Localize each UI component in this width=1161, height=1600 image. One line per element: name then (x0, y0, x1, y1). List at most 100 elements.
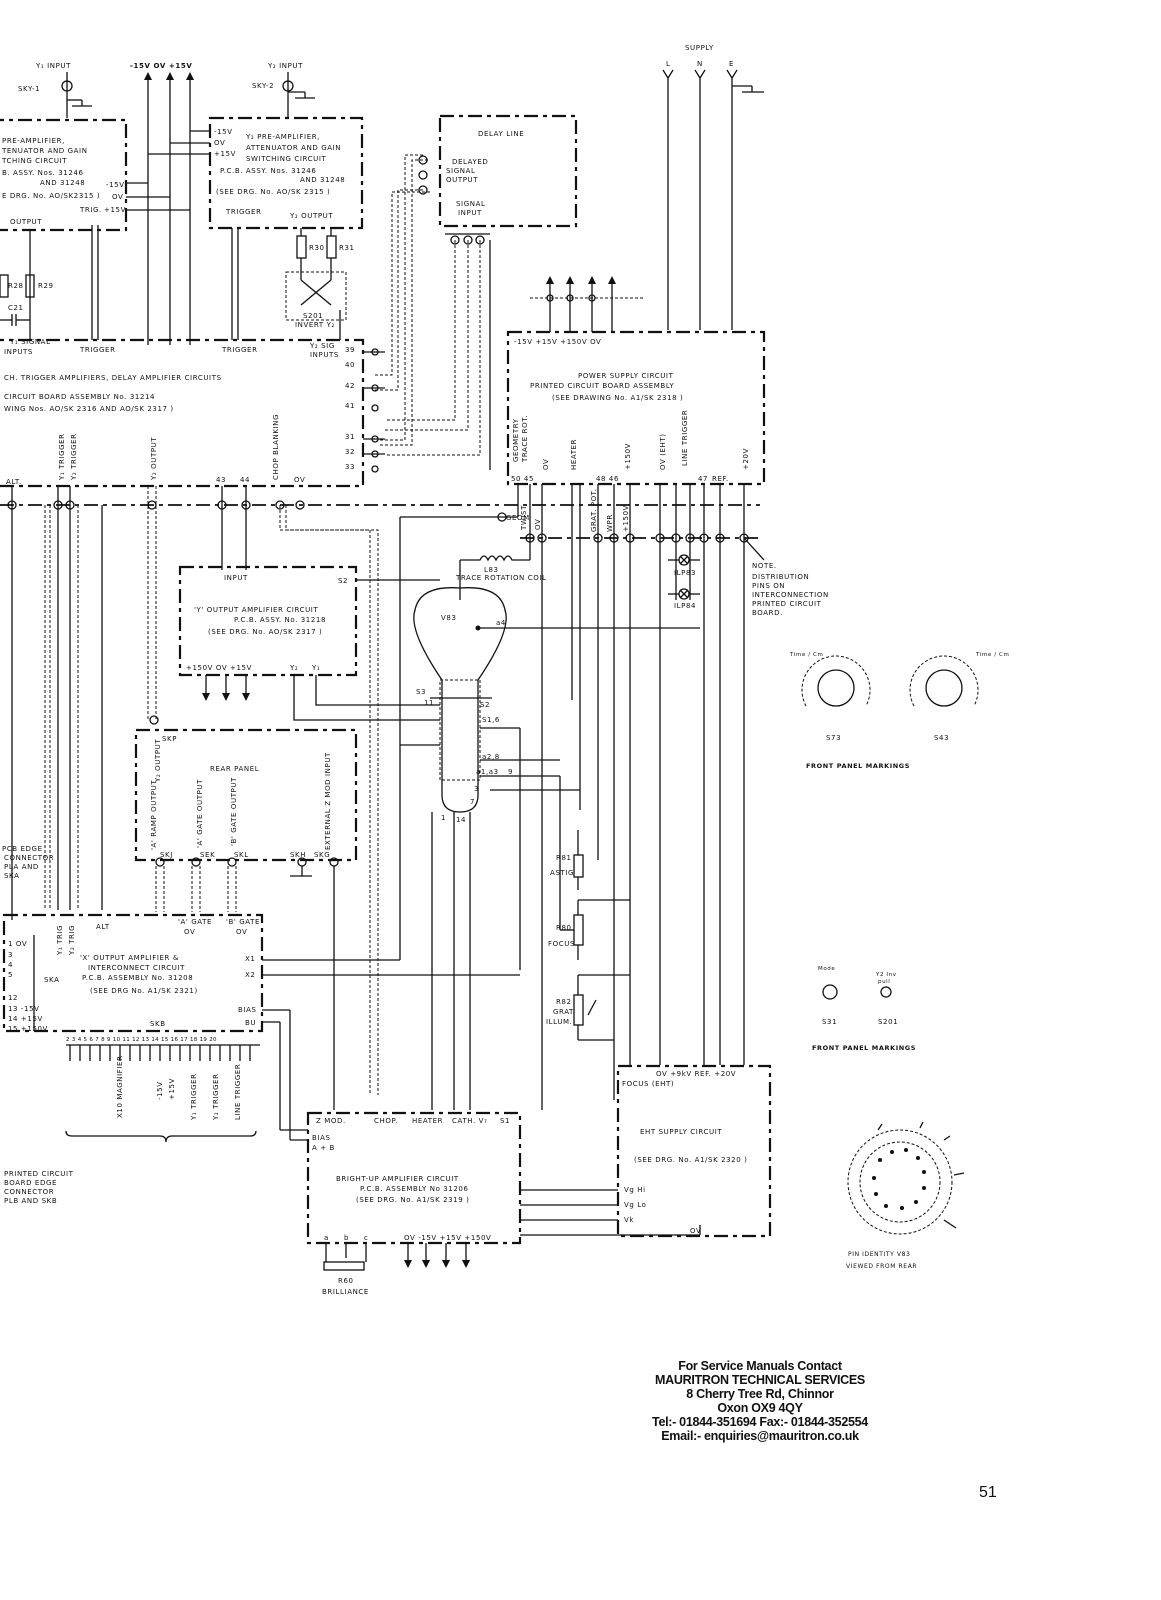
y1-preamp-text: PRE-AMPLIFIER, TENUATOR AND GAIN TCHING … (1, 137, 126, 226)
svg-text:P.C.B. ASSY. No. 31218: P.C.B. ASSY. No. 31218 (234, 616, 326, 624)
svg-text:+150V: +150V (622, 505, 630, 532)
svg-text:OV: OV (184, 928, 195, 936)
svg-text:SKH: SKH (290, 851, 306, 859)
y-output-arrows (202, 675, 440, 721)
svg-text:SWITCHING CIRCUIT: SWITCHING CIRCUIT (246, 155, 327, 163)
svg-text:BIAS: BIAS (312, 1134, 331, 1142)
svg-text:OUTPUT: OUTPUT (10, 218, 42, 226)
svg-text:E DRG. No. AO/SK2315 ): E DRG. No. AO/SK2315 ) (2, 192, 100, 200)
n-label: N (697, 60, 703, 68)
svg-text:BU: BU (245, 1019, 256, 1027)
svg-text:-15V: -15V (106, 181, 125, 189)
svg-text:DISTRIBUTION: DISTRIBUTION (752, 573, 809, 581)
svg-text:1 OV: 1 OV (8, 940, 27, 948)
front-panel-label-2: FRONT PANEL MARKINGS (812, 1044, 916, 1052)
svg-text:CH. TRIGGER AMPLIFIERS, DELA: CH. TRIGGER AMPLIFIERS, DELAY AMPLIFIER … (4, 374, 222, 382)
bright-up-amp-box (306, 1111, 522, 1245)
svg-text:7: 7 (470, 798, 475, 806)
svg-text:OV: OV (542, 459, 550, 470)
svg-text:(SEE DRG. No. A1/SK 2319 ): (SEE DRG. No. A1/SK 2319 ) (356, 1196, 469, 1204)
svg-text:+15V: +15V (104, 206, 126, 214)
svg-text:44: 44 (240, 476, 250, 484)
svg-text:EHT SUPPLY CIRCUIT: EHT SUPPLY CIRCUIT (640, 1128, 722, 1136)
svg-text:Time / Cm: Time / Cm (975, 652, 1009, 658)
svg-text:'B' GATE: 'B' GATE (226, 918, 260, 926)
svg-text:Y₂ TRIG: Y₂ TRIG (68, 925, 76, 956)
y2-preamp-text: -15V OV +15V Y₂ PRE-AMPLIFIER, ATTENUATO… (214, 128, 345, 220)
svg-text:9: 9 (508, 768, 513, 776)
svg-text:P.C.B. ASSY. Nos. 31246: P.C.B. ASSY. Nos. 31246 (220, 167, 316, 175)
svg-text:DELAYED: DELAYED (452, 158, 488, 166)
svg-text:R82: R82 (556, 998, 572, 1006)
svg-text:'B' GATE OUTPUT: 'B' GATE OUTPUT (230, 777, 238, 846)
svg-text:'X' OUTPUT AMPLIFIER &: 'X' OUTPUT AMPLIFIER & (80, 954, 179, 962)
svg-text:OV: OV (236, 928, 247, 936)
svg-text:Y₁ SIGNAL: Y₁ SIGNAL (9, 338, 51, 346)
delay-shielded-cables (375, 154, 491, 470)
svg-text:PINS ON: PINS ON (752, 582, 785, 590)
svg-text:OV (EHT): OV (EHT) (659, 433, 667, 470)
svg-text:4: 4 (8, 961, 13, 969)
svg-text:SIGNAL: SIGNAL (446, 167, 475, 175)
power-supply-box (506, 330, 766, 486)
svg-text:S2: S2 (338, 577, 348, 585)
svg-text:Vg Hi: Vg Hi (624, 1186, 646, 1194)
trigger-amplifier-box (0, 338, 365, 488)
pcb-edge-left-label: PCB EDGE CONNECTOR PLA AND SKA (2, 845, 54, 880)
svg-text:SIGNAL: SIGNAL (456, 200, 485, 208)
svg-text:GRAT. POT.: GRAT. POT. (590, 488, 598, 532)
svg-text:Y₂ OUTPUT: Y₂ OUTPUT (150, 437, 158, 481)
switch-s31: Mode S31 (818, 966, 838, 1026)
svg-text:PRINTED CIRCUIT: PRINTED CIRCUIT (752, 600, 822, 608)
svg-text:EXTERNAL Z MOD INPUT: EXTERNAL Z MOD INPUT (324, 752, 332, 850)
svg-text:OV: OV (294, 476, 305, 484)
svg-text:LINE TRIGGER: LINE TRIGGER (234, 1064, 242, 1120)
svg-text:SKA: SKA (44, 976, 60, 984)
y1-preamp-box (0, 118, 128, 232)
svg-text:NOTE.: NOTE. (752, 562, 777, 570)
svg-text:X10 MAGNIFIER: X10 MAGNIFIER (116, 1055, 124, 1118)
svg-text:a: a (324, 1234, 329, 1242)
svg-text:42: 42 (345, 382, 355, 390)
svg-text:INVERT Y₂: INVERT Y₂ (295, 321, 335, 329)
svg-text:ILLUM.: ILLUM. (546, 1018, 573, 1026)
svg-text:INPUT: INPUT (224, 574, 248, 582)
svg-text:ILP83: ILP83 (674, 569, 696, 577)
svg-text:CHOP BLANKING: CHOP BLANKING (272, 414, 280, 480)
y-output-text: INPUT S2 'Y' OUTPUT AMPLIFIER CIRCUIT P.… (186, 574, 348, 672)
svg-text:-15V: -15V (156, 1081, 164, 1100)
svg-text:TRIG.: TRIG. (79, 206, 102, 214)
svg-text:ASTIG: ASTIG (550, 869, 574, 877)
dial-s73: Time / Cm S73 (789, 652, 871, 742)
svg-text:PRINTED CIRCUIT BOARD ASSEMBLY: PRINTED CIRCUIT BOARD ASSEMBLY (530, 382, 674, 390)
y2-input-connector: Y₂ INPUT SKY-2 (252, 62, 315, 118)
vertical-cables-left (11, 486, 379, 1095)
svg-text:X2: X2 (245, 971, 255, 979)
svg-text:Mode: Mode (818, 966, 835, 972)
svg-text:SKP: SKP (162, 735, 177, 743)
svg-text:TRACE ROTATION COIL: TRACE ROTATION COIL (455, 574, 546, 582)
svg-text:B. ASSY. Nos. 31246: B. ASSY. Nos. 31246 (2, 169, 84, 177)
page-number: 51 (979, 1484, 997, 1501)
y2-input-label: Y₂ INPUT (267, 62, 303, 70)
distribution-text: GEOM TWIST OV GRAT. POT. WPR +150V L83 T… (455, 488, 828, 617)
svg-text:Y₂ OUTPUT: Y₂ OUTPUT (289, 212, 333, 220)
y2-preamp-box (208, 116, 364, 230)
potentiometers: R81 ASTIG R80 FOCUS R82 GRAT. ILLUM. (546, 776, 630, 1041)
svg-text:S1,6: S1,6 (482, 716, 500, 724)
rails-label: -15V OV +15V (130, 62, 192, 70)
svg-text:POWER SUPPLY CIRCUIT: POWER SUPPLY CIRCUIT (578, 372, 674, 380)
svg-text:AND 31248: AND 31248 (300, 176, 345, 184)
svg-text:'A' GATE OUTPUT: 'A' GATE OUTPUT (196, 779, 204, 848)
svg-text:OV: OV (534, 519, 542, 530)
svg-text:47: 47 (698, 475, 708, 483)
svg-text:HEATER: HEATER (412, 1117, 443, 1125)
svg-text:48 46: 48 46 (596, 475, 619, 483)
svg-text:Time / Cm: Time / Cm (789, 652, 823, 658)
svg-text:a4: a4 (496, 619, 506, 627)
svg-text:GEOM: GEOM (506, 514, 530, 522)
svg-text:+150V OV +15V: +150V OV +15V (186, 664, 252, 672)
rear-panel-box (134, 728, 358, 862)
